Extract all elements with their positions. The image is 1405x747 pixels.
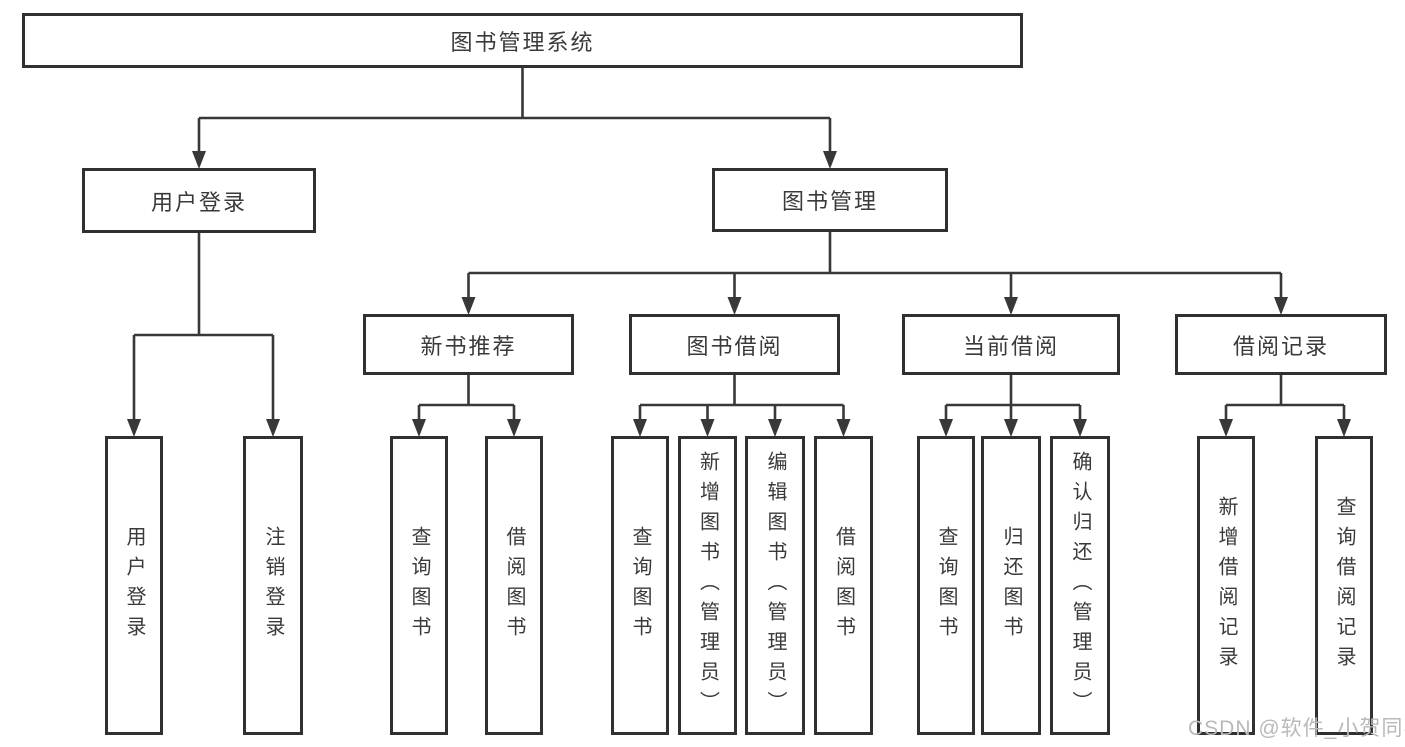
connector-current-borrow <box>944 375 1082 422</box>
node-label-borrow-records: 借阅记录 <box>1232 333 1329 359</box>
node-leaf-query-book-1: 查询图书 <box>390 436 448 735</box>
node-leaf-add-record: 新增借阅记录 <box>1197 436 1255 735</box>
node-current-borrow: 当前借阅 <box>902 314 1120 375</box>
node-label-leaf-query-book-2: 查询图书 <box>629 525 651 646</box>
node-label-leaf-query-book-1: 查询图书 <box>408 525 430 646</box>
arrowhead-icon <box>192 151 206 169</box>
node-label-root: 图书管理系统 <box>450 29 595 55</box>
arrowhead-icon <box>1274 297 1288 315</box>
connector-book-borrow <box>638 375 845 422</box>
node-label-book-mgmt: 图书管理 <box>781 189 878 214</box>
arrowhead-icon <box>939 419 953 437</box>
node-label-leaf-add-book: 新增图书（管理员） <box>696 450 719 721</box>
node-label-leaf-borrow-book-1: 借阅图书 <box>503 525 525 646</box>
arrowhead-icon <box>1073 419 1087 437</box>
arrowhead-icon <box>1004 297 1018 315</box>
node-leaf-borrow-book-1: 借阅图书 <box>485 436 543 735</box>
node-label-new-book-rec: 新书推荐 <box>420 333 517 359</box>
node-label-book-borrow: 图书借阅 <box>686 333 783 359</box>
arrowhead-icon <box>1004 419 1018 437</box>
node-user-login: 用户登录 <box>82 168 316 233</box>
node-label-leaf-confirm-return: 确认归还（管理员） <box>1069 450 1091 721</box>
node-label-leaf-return-book: 归还图书 <box>1000 525 1022 646</box>
node-leaf-add-book: 新增图书（管理员） <box>678 436 737 735</box>
arrowhead-icon <box>412 419 426 437</box>
node-label-current-borrow: 当前借阅 <box>962 333 1059 359</box>
connector-new-book-rec <box>417 375 516 422</box>
connector-borrow-records <box>1224 375 1346 422</box>
node-label-leaf-query-record: 查询借阅记录 <box>1333 495 1355 676</box>
node-leaf-borrow-book-2: 借阅图书 <box>814 436 873 735</box>
connector-root <box>197 68 832 154</box>
node-leaf-confirm-return: 确认归还（管理员） <box>1050 436 1110 735</box>
node-book-borrow: 图书借阅 <box>629 314 840 375</box>
arrowhead-icon <box>823 151 837 169</box>
arrowhead-icon <box>1219 419 1233 437</box>
arrowhead-icon <box>836 419 851 437</box>
arrowhead-icon <box>266 419 280 437</box>
node-new-book-rec: 新书推荐 <box>363 314 574 375</box>
node-label-user-login: 用户登录 <box>150 189 247 215</box>
arrowhead-icon <box>507 419 521 437</box>
node-label-leaf-edit-book: 编辑图书（管理员） <box>764 450 786 721</box>
node-borrow-records: 借阅记录 <box>1175 314 1387 375</box>
connector-book-mgmt <box>467 232 1283 300</box>
arrowhead-icon <box>768 419 782 437</box>
node-leaf-user-login: 用户登录 <box>105 436 163 735</box>
node-leaf-edit-book: 编辑图书（管理员） <box>745 436 805 735</box>
node-leaf-return-book: 归还图书 <box>981 436 1041 735</box>
arrowhead-icon <box>700 419 715 437</box>
node-label-leaf-user-login: 用户登录 <box>123 525 145 646</box>
node-label-leaf-logout: 注销登录 <box>262 525 284 646</box>
node-book-mgmt: 图书管理 <box>712 168 948 232</box>
node-leaf-query-book-3: 查询图书 <box>917 436 975 735</box>
arrowhead-icon <box>461 297 476 315</box>
connector-user-login <box>132 233 275 422</box>
node-label-leaf-query-book-3: 查询图书 <box>935 525 957 646</box>
arrowhead-icon <box>633 419 647 437</box>
node-root: 图书管理系统 <box>22 13 1023 68</box>
arrowhead-icon <box>727 297 742 315</box>
node-leaf-logout: 注销登录 <box>243 436 303 735</box>
node-leaf-query-record: 查询借阅记录 <box>1315 436 1373 735</box>
arrowhead-icon <box>127 419 141 437</box>
node-leaf-query-book-2: 查询图书 <box>611 436 669 735</box>
node-label-leaf-borrow-book-2: 借阅图书 <box>832 525 855 646</box>
arrowhead-icon <box>1337 419 1351 437</box>
node-label-leaf-add-record: 新增借阅记录 <box>1215 495 1237 676</box>
